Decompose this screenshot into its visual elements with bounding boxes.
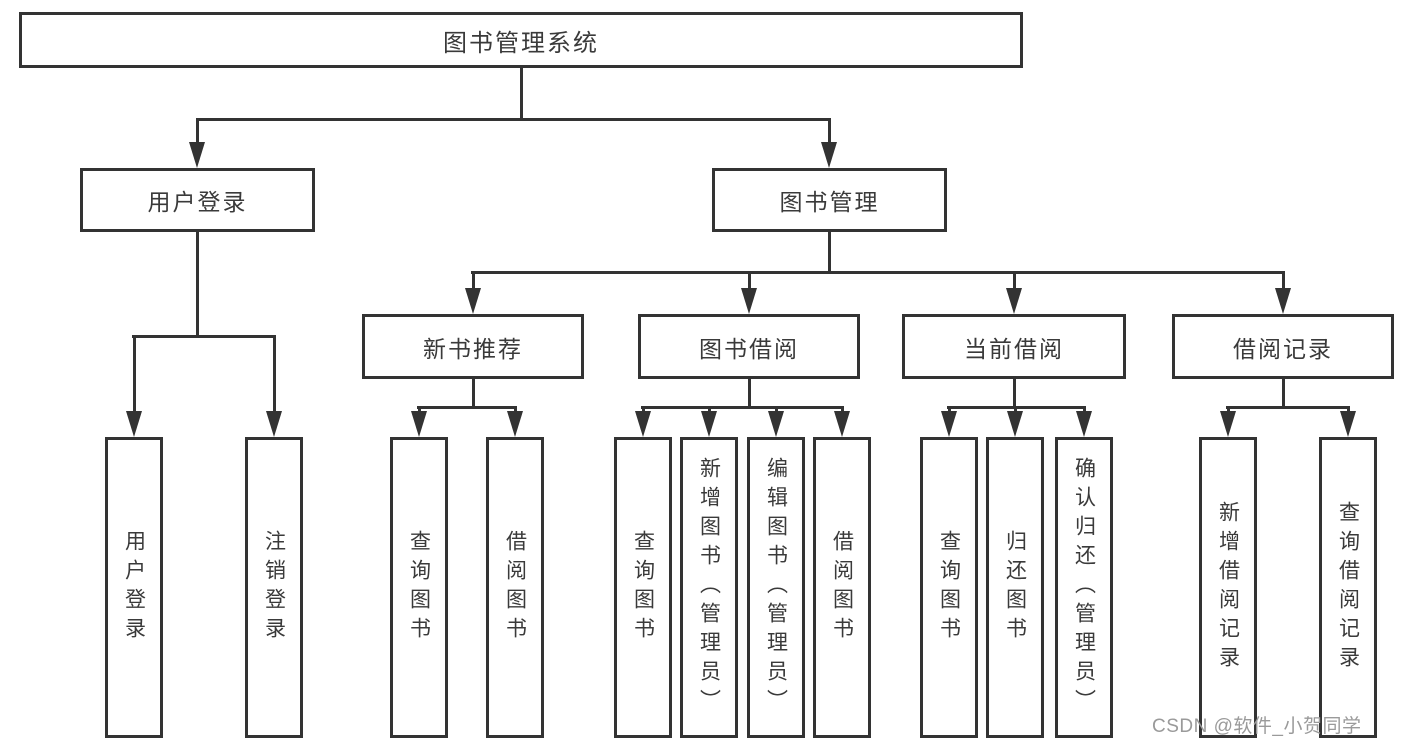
connector-line [1082,406,1086,414]
connector-line [827,118,831,144]
node-new-book-recommend: 新书推荐 [362,314,584,379]
connector-line [471,271,475,290]
leaf-label: 归还图书 [1003,529,1027,646]
arrow-down-icon [189,142,205,168]
connector-line [471,271,1284,274]
arrow-down-icon [1220,411,1236,437]
connector-line [1012,379,1016,408]
leaf-query-books-2: 查询图书 [614,437,672,738]
csdn-watermark: CSDN @软件_小贺同学 [1152,716,1362,737]
leaf-label: 查询图书 [937,529,961,646]
connector-line [417,406,421,414]
connector-line [774,406,778,414]
connector-line [196,118,831,121]
arrow-down-icon [1006,288,1022,314]
node-current-borrow: 当前借阅 [902,314,1126,379]
leaf-query-borrow-record: 查询借阅记录 [1319,437,1377,738]
arrow-down-icon [1007,411,1023,437]
arrow-down-icon [465,288,481,314]
arrow-down-icon [1340,411,1356,437]
connector-line [1281,379,1285,408]
leaf-add-books-admin: 新增图书（管理员） [680,437,738,738]
leaf-label: 借阅图书 [503,529,527,646]
leaf-label: 注销登录 [262,529,286,646]
arrow-down-icon [635,411,651,437]
arrow-down-icon [507,411,523,437]
leaf-logout: 注销登录 [245,437,303,738]
leaf-confirm-return-admin: 确认归还（管理员） [1055,437,1113,738]
arrow-down-icon [768,411,784,437]
arrow-down-icon [1076,411,1092,437]
node-book-management: 图书管理 [712,168,947,232]
connector-line [747,379,751,408]
leaf-borrow-books-2: 借阅图书 [813,437,871,738]
arrow-down-icon [821,142,837,168]
connector-line [827,232,831,273]
leaf-add-borrow-record: 新增借阅记录 [1199,437,1257,738]
connector-line [132,335,136,411]
leaf-label: 编辑图书（管理员） [764,457,788,718]
connector-line [417,406,516,409]
connector-line [947,406,951,414]
connector-line [1346,406,1350,414]
connector-line [747,271,751,290]
connector-line [1281,271,1285,290]
node-user-login: 用户登录 [80,168,315,232]
leaf-borrow-books-1: 借阅图书 [486,437,544,738]
arrow-down-icon [741,288,757,314]
connector-line [195,232,199,337]
connector-line [471,379,475,408]
leaf-user-login: 用户登录 [105,437,163,738]
leaf-label: 查询图书 [631,529,655,646]
arrow-down-icon [266,411,282,437]
arrow-down-icon [411,411,427,437]
node-root-library-system: 图书管理系统 [19,12,1023,68]
connector-line [513,406,517,414]
node-book-borrow: 图书借阅 [638,314,860,379]
leaf-query-books-3: 查询图书 [920,437,978,738]
connector-line [519,68,523,120]
connector-line [641,406,645,414]
node-borrow-records: 借阅记录 [1172,314,1394,379]
connector-line [840,406,844,414]
connector-line [1226,406,1349,409]
leaf-label: 新增借阅记录 [1216,500,1240,675]
arrow-down-icon [1275,288,1291,314]
leaf-return-books: 归还图书 [986,437,1044,738]
leaf-label: 借阅图书 [830,529,854,646]
leaf-label: 用户登录 [122,529,146,646]
arrow-down-icon [126,411,142,437]
leaf-edit-books-admin: 编辑图书（管理员） [747,437,805,738]
connector-line [195,118,199,144]
connector-line [1012,271,1016,290]
connector-line [1226,406,1230,414]
leaf-label: 查询借阅记录 [1336,500,1360,675]
arrow-down-icon [941,411,957,437]
connector-line [641,406,843,409]
leaf-label: 新增图书（管理员） [697,457,721,718]
leaf-label: 查询图书 [407,529,431,646]
connector-line [132,335,275,338]
leaf-query-books-1: 查询图书 [390,437,448,738]
arrow-down-icon [834,411,850,437]
connector-line [707,406,711,414]
arrow-down-icon [701,411,717,437]
leaf-label: 确认归还（管理员） [1072,457,1096,718]
connector-line [272,335,276,411]
connector-line [1013,406,1017,414]
